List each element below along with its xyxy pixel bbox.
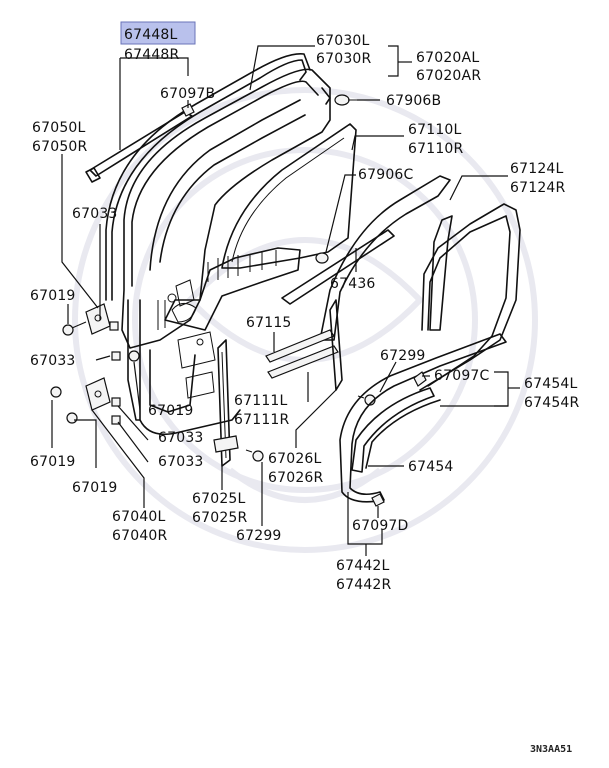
label-67097B: 67097B: [160, 86, 215, 102]
label-67454L: 67454L: [524, 376, 578, 392]
grommet-67906b-drawing: [334, 94, 358, 106]
belt-molding-drawing: [85, 111, 193, 183]
label-67019-lower: 67019: [30, 454, 76, 470]
label-67097C: 67097C: [434, 368, 490, 384]
label-67033-lower: 67033: [158, 430, 204, 446]
label-67448R: 67448R: [124, 47, 180, 63]
label-67025R: 67025R: [192, 510, 248, 526]
label-67299-bottom: 67299: [236, 528, 282, 544]
label-67442R: 67442R: [336, 577, 392, 593]
label-67906B: 67906B: [386, 93, 441, 109]
label-67026R: 67026R: [268, 470, 324, 486]
grommet-67906c-drawing: [315, 252, 329, 264]
molding-67454-drawing: [351, 387, 441, 473]
frame-67020a-drawing: [319, 175, 453, 341]
label-67026L: 67026L: [268, 451, 322, 467]
label-67020AR: 67020AR: [416, 68, 481, 84]
label-67454: 67454: [408, 459, 454, 475]
label-67111L: 67111L: [234, 393, 288, 409]
part-labels: 67448L 67448R 67097B 67030L 67030R 67020…: [30, 27, 580, 593]
label-67124R: 67124R: [510, 180, 566, 196]
leader-lines: [51, 45, 520, 556]
label-67019-left: 67019: [30, 288, 76, 304]
label-67448L: 67448L: [124, 27, 178, 43]
selected-part-highlight: [120, 21, 196, 45]
label-67442L: 67442L: [336, 558, 390, 574]
channel-67115-drawing: [265, 329, 339, 379]
label-67110R: 67110R: [408, 141, 464, 157]
diagram-code: 3N3AA51: [530, 744, 572, 755]
label-67030R: 67030R: [316, 51, 372, 67]
door-glass-drawing: [221, 123, 357, 269]
spacer-67033-drawing: [109, 321, 121, 425]
sash-67026-drawing: [329, 299, 343, 391]
clip-67097d-drawing: [371, 493, 385, 507]
watermark-emblem: [72, 87, 538, 553]
label-67040L: 67040L: [112, 509, 166, 525]
label-67436: 67436: [330, 276, 376, 292]
label-67050R: 67050R: [32, 139, 88, 155]
label-67025L: 67025L: [192, 491, 246, 507]
label-67019-bottom: 67019: [72, 480, 118, 496]
label-67030L: 67030L: [316, 33, 370, 49]
clip-67097b-drawing: [181, 103, 195, 117]
bolt-67019-drawing: [128, 350, 140, 362]
clip-67097c-drawing: [413, 371, 427, 387]
label-67050L: 67050L: [32, 120, 86, 136]
label-67111R: 67111R: [234, 412, 290, 428]
label-67020AL: 67020AL: [416, 50, 479, 66]
weatherstrip-67442-drawing: [339, 333, 507, 503]
label-67033-mid: 67033: [30, 353, 76, 369]
label-67906C: 67906C: [358, 167, 414, 183]
label-67454R: 67454R: [524, 395, 580, 411]
label-67115: 67115: [246, 315, 292, 331]
lower-hinge-drawing: [50, 377, 111, 424]
sash-67436-drawing: [281, 229, 395, 305]
rail-67025-drawing: [213, 339, 239, 467]
label-67097D: 67097D: [352, 518, 409, 534]
label-67019-mid: 67019: [148, 403, 194, 419]
label-67033-top: 67033: [72, 206, 118, 222]
door-panel-drawing: [121, 68, 331, 436]
label-67299-right: 67299: [380, 348, 426, 364]
label-67040R: 67040R: [112, 528, 168, 544]
label-67110L: 67110L: [408, 122, 462, 138]
label-67124L: 67124L: [510, 161, 564, 177]
label-67033-bottom: 67033: [158, 454, 204, 470]
upper-hinge-drawing: [62, 303, 111, 336]
